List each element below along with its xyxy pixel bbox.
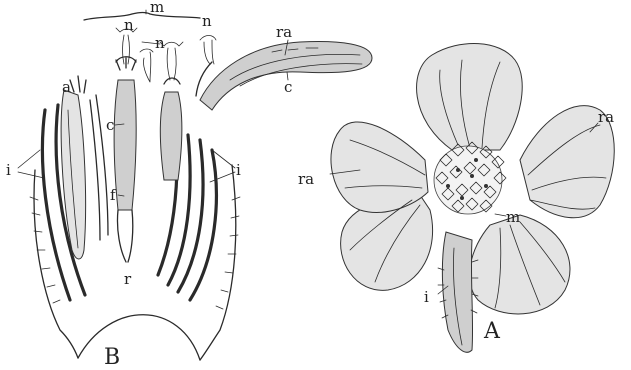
label-m-b: m <box>150 0 164 16</box>
label-a-b: a <box>62 78 71 96</box>
label-n-b-3: n <box>202 12 212 30</box>
panel-b-flower-section: m n n n ra a c c f i i r B <box>6 0 372 370</box>
label-i-a: i <box>424 288 429 306</box>
label-i-b-left: i <box>6 161 11 179</box>
ray-left <box>331 122 428 213</box>
label-m-a: m <box>506 208 520 226</box>
panel-letter-b: B <box>104 345 120 370</box>
panel-a-flower-head: ra ra m i A <box>298 44 614 353</box>
label-n-b-1: n <box>124 16 134 34</box>
label-c-b-1: c <box>106 116 114 134</box>
label-r-b: r <box>124 270 132 288</box>
ray-top <box>417 44 523 150</box>
ray-bottom-right <box>469 215 569 314</box>
label-ra-b: ra <box>276 23 292 41</box>
panel-letter-a: A <box>483 319 501 344</box>
label-ra-a-left: ra <box>298 170 314 188</box>
label-c-b-2: c <box>284 78 292 96</box>
label-i-b-right: i <box>236 161 241 179</box>
label-ra-a-top: ra <box>598 108 614 126</box>
disk-florets <box>434 142 506 214</box>
involucre-stalk <box>442 232 472 352</box>
label-n-b-2: n <box>155 34 165 52</box>
